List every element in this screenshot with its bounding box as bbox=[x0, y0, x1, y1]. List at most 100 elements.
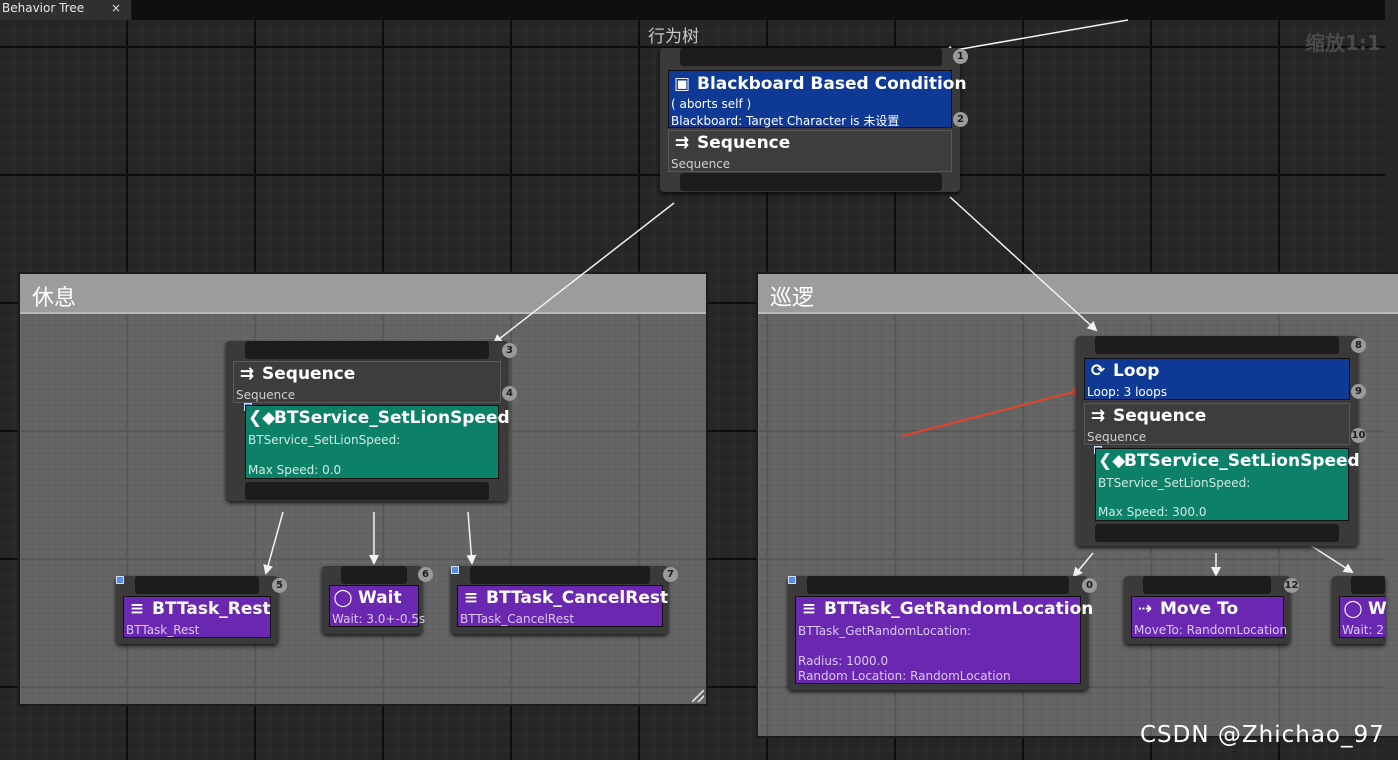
service-description: BTService_SetLionSpeed: bbox=[248, 433, 401, 447]
task-title: BTTask_CancelRest bbox=[486, 588, 669, 608]
execution-order-badge: 1 bbox=[953, 49, 968, 64]
task-bttask-rest[interactable]: ≡ BTTask_Rest BTTask_Rest bbox=[123, 596, 271, 638]
input-pin[interactable] bbox=[1351, 576, 1385, 594]
service-set-lion-speed[interactable]: ❮◆BTService_SetLionSpeed BTService_SetLi… bbox=[1095, 448, 1360, 521]
watermark: CSDN @Zhichao_97 bbox=[1140, 722, 1385, 748]
decorator-description: Blackboard: Target Character is 未设置 bbox=[671, 114, 900, 128]
task-random-location: Random Location: RandomLocation bbox=[798, 669, 1011, 683]
output-pin[interactable] bbox=[1095, 524, 1339, 542]
input-pin[interactable] bbox=[470, 566, 650, 584]
task-icon: ≡ bbox=[463, 588, 479, 608]
tab-behavior-tree[interactable]: Behavior Tree × bbox=[0, 0, 132, 20]
comment-title-rest: 休息 bbox=[32, 286, 77, 311]
service-set-lion-speed[interactable]: ❮◆BTService_SetLionSpeed BTService_SetLi… bbox=[245, 405, 510, 479]
wire-entry bbox=[942, 19, 1129, 56]
service-title: BTService_SetLionSpeed bbox=[1124, 451, 1360, 471]
sequence-icon: ⇉ bbox=[674, 133, 690, 153]
zoom-level: 缩放1:1 bbox=[1305, 31, 1381, 55]
decorator-title: Blackboard Based Condition bbox=[697, 74, 967, 94]
composite-subtitle: Sequence bbox=[236, 388, 296, 402]
input-pin[interactable] bbox=[807, 576, 1069, 594]
tab-label: Behavior Tree bbox=[2, 1, 85, 15]
execution-order-badge: 10 bbox=[1351, 428, 1366, 443]
breakpoint-marker-icon bbox=[788, 576, 796, 584]
breakpoint-marker-icon bbox=[451, 566, 459, 574]
execution-order-badge: 4 bbox=[502, 386, 517, 401]
resize-handle-icon[interactable] bbox=[692, 690, 704, 702]
sequence-icon: ⇉ bbox=[239, 364, 255, 384]
task-subtitle: BTTask_Rest bbox=[126, 623, 200, 637]
wire-root-rest bbox=[492, 202, 675, 345]
execution-order-badge: 8 bbox=[1351, 338, 1366, 353]
task-get-random-location[interactable]: ≡BTTask_GetRandomLocation BTTask_GetRand… bbox=[795, 596, 1093, 684]
task-subtitle: Wait: 3.0+-0.5s bbox=[332, 612, 426, 626]
execution-order-badge: 7 bbox=[663, 567, 678, 582]
service-icon: ❮◆ bbox=[248, 408, 276, 428]
input-pin[interactable] bbox=[135, 576, 259, 594]
decorator-loop[interactable]: ⟳ Loop Loop: 3 loops bbox=[1084, 358, 1350, 400]
task-title: BTTask_GetRandomLocation bbox=[824, 599, 1094, 619]
execution-order-badge: 5 bbox=[272, 578, 287, 593]
input-pin[interactable] bbox=[245, 341, 489, 359]
decorator-subtitle: Loop: 3 loops bbox=[1087, 385, 1167, 399]
composite-title: Sequence bbox=[697, 133, 791, 153]
comment-header[interactable]: 休息 bbox=[20, 274, 706, 314]
task-title: Move To bbox=[1160, 599, 1239, 619]
task-bttask-cancel-rest[interactable]: ≡ BTTask_CancelRest BTTask_CancelRest bbox=[457, 585, 668, 627]
service-max-speed: Max Speed: 0.0 bbox=[248, 463, 342, 477]
blackboard-icon: ▣ bbox=[673, 74, 691, 94]
task-subtitle: Wait: 2 bbox=[1342, 623, 1384, 637]
task-move-to[interactable]: ⇢ Move To MoveTo: RandomLocation bbox=[1131, 596, 1288, 638]
task-radius: Radius: 1000.0 bbox=[798, 654, 889, 668]
input-pin[interactable] bbox=[680, 48, 942, 66]
execution-order-badge: 0 bbox=[1082, 578, 1097, 593]
output-pin[interactable] bbox=[245, 482, 489, 500]
decorator-blackboard-condition[interactable]: ▣ Blackboard Based Condition ( aborts sel… bbox=[668, 70, 967, 128]
composite-title: Sequence bbox=[1113, 406, 1207, 426]
wire-patrol-task3 bbox=[1309, 544, 1354, 574]
execution-order-badge: 9 bbox=[1351, 384, 1366, 399]
tab-bar: Behavior Tree × bbox=[0, 0, 1385, 20]
composite-sequence[interactable]: ⇉ Sequence Sequence bbox=[668, 130, 952, 172]
input-pin[interactable] bbox=[1095, 336, 1339, 354]
decorator-aborts: ( aborts self ) bbox=[671, 97, 752, 111]
composite-subtitle: Sequence bbox=[671, 157, 731, 171]
tab-close-icon[interactable]: × bbox=[110, 1, 121, 15]
task-title: BTTask_Rest bbox=[152, 599, 271, 619]
wait-icon: ◯ bbox=[1343, 599, 1363, 619]
composite-subtitle: Sequence bbox=[1087, 430, 1147, 444]
wire-rest-task3 bbox=[466, 511, 477, 565]
task-title: W bbox=[1368, 599, 1387, 619]
composite-title: Sequence bbox=[262, 364, 356, 384]
wire-patrol-task1 bbox=[1072, 552, 1094, 578]
service-description: BTService_SetLionSpeed: bbox=[1098, 476, 1251, 490]
task-wait-partial[interactable]: ◯W Wait: 2 bbox=[1339, 596, 1387, 638]
task-subtitle: BTTask_CancelRest bbox=[460, 612, 575, 626]
composite-sequence[interactable]: ⇉ Sequence Sequence bbox=[233, 361, 501, 403]
output-pin[interactable] bbox=[680, 173, 942, 191]
wait-icon: ◯ bbox=[333, 588, 353, 608]
input-pin[interactable] bbox=[1143, 576, 1271, 594]
input-pin[interactable] bbox=[341, 566, 407, 584]
sequence-icon: ⇉ bbox=[1090, 406, 1106, 426]
task-wait[interactable]: ◯Wait Wait: 3.0+-0.5s bbox=[329, 585, 425, 627]
wire-root-patrol bbox=[949, 196, 1098, 332]
task-subtitle: MoveTo: RandomLocation bbox=[1134, 623, 1288, 637]
execution-order-badge: 3 bbox=[502, 343, 517, 358]
decorator-title: Loop bbox=[1113, 361, 1160, 381]
comment-title-patrol: 巡逻 bbox=[770, 286, 815, 311]
loop-icon: ⟳ bbox=[1090, 361, 1106, 381]
annotation-arrow bbox=[901, 387, 1083, 437]
execution-order-badge: 12 bbox=[1284, 578, 1299, 593]
task-title: Wait bbox=[358, 588, 402, 608]
wire-rest-task1 bbox=[263, 511, 284, 575]
move-to-icon: ⇢ bbox=[1137, 599, 1153, 619]
task-icon: ≡ bbox=[129, 599, 145, 619]
task-description: BTTask_GetRandomLocation: bbox=[798, 624, 972, 638]
graph-title: 行为树 bbox=[648, 27, 699, 47]
execution-order-badge: 6 bbox=[418, 567, 433, 582]
composite-sequence[interactable]: ⇉ Sequence Sequence bbox=[1084, 403, 1350, 445]
breakpoint-marker-icon bbox=[116, 576, 124, 584]
service-max-speed: Max Speed: 300.0 bbox=[1098, 505, 1207, 519]
